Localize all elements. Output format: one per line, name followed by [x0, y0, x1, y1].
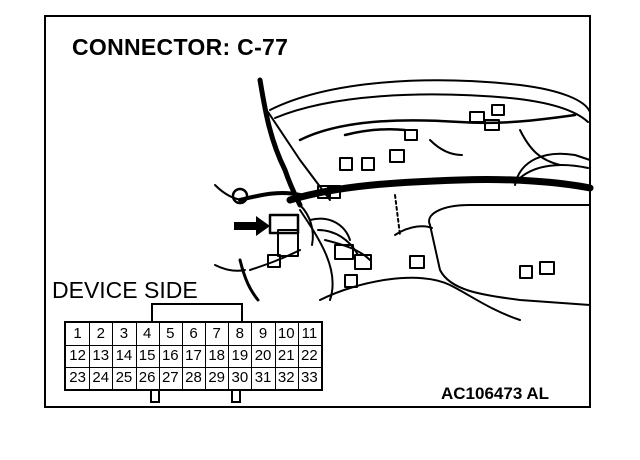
- pin-col-divider: [228, 323, 230, 389]
- pin-15: 15: [138, 347, 156, 364]
- pin-25: 25: [115, 369, 133, 386]
- pin-12: 12: [69, 347, 86, 364]
- pin-26: 26: [138, 369, 156, 386]
- pin-2: 2: [96, 325, 105, 342]
- pin-28: 28: [185, 369, 202, 386]
- pin-20: 20: [254, 347, 272, 364]
- pin-27: 27: [161, 369, 179, 386]
- pin-8: 8: [235, 325, 245, 342]
- connector-c77: [268, 213, 300, 235]
- pin-18: 18: [208, 347, 225, 364]
- pin-col-divider: [251, 323, 253, 389]
- pin-4: 4: [142, 325, 152, 342]
- pin-col-divider: [89, 323, 91, 389]
- dash-top-edge: [269, 79, 591, 113]
- pin-col-divider: [158, 323, 160, 389]
- pin-30: 30: [231, 369, 249, 386]
- lower-panel-top: [428, 204, 591, 226]
- dash-top-edge-inner: [274, 93, 589, 123]
- connector-top-tab: [151, 303, 243, 323]
- vertical-harness: [257, 77, 303, 208]
- pin-22: 22: [301, 347, 318, 364]
- reference-code: AC106473 AL: [441, 384, 550, 403]
- main-harness: [286, 175, 594, 204]
- pin-3: 3: [119, 325, 129, 342]
- connector-bottom-lock-right: [231, 389, 241, 403]
- pin-11: 11: [301, 325, 318, 342]
- pin-1: 1: [73, 325, 82, 342]
- pin-14: 14: [115, 347, 133, 364]
- pin-19: 19: [231, 347, 249, 364]
- pin-6: 6: [189, 325, 198, 342]
- pin-5: 5: [166, 325, 175, 342]
- pin-10: 10: [277, 325, 295, 342]
- pin-col-divider: [205, 323, 207, 389]
- pin-row-divider: [66, 367, 321, 368]
- pin-33: 33: [301, 369, 318, 386]
- pin-29: 29: [208, 369, 225, 386]
- pin-col-divider: [297, 323, 299, 389]
- pin-col-divider: [135, 323, 137, 389]
- connector-bottom-lock-left: [150, 389, 160, 403]
- pin-13: 13: [92, 347, 110, 364]
- connector-title: CONNECTOR: C-77: [72, 34, 289, 60]
- pin-7: 7: [212, 325, 221, 342]
- pin-24: 24: [92, 369, 110, 386]
- pin-32: 32: [277, 369, 295, 386]
- pin-col-divider: [181, 323, 183, 389]
- pin-9: 9: [258, 325, 268, 342]
- pin-21: 21: [277, 347, 295, 364]
- pointer-arrow: [234, 216, 270, 236]
- pin-16: 16: [161, 347, 179, 364]
- pin-31: 31: [254, 369, 272, 386]
- pin-17: 17: [185, 347, 202, 364]
- device-side-label: DEVICE SIDE: [52, 277, 198, 303]
- pin-col-divider: [274, 323, 276, 389]
- pin-23: 23: [69, 369, 86, 386]
- pin-col-divider: [112, 323, 114, 389]
- pin-row-divider: [66, 345, 321, 346]
